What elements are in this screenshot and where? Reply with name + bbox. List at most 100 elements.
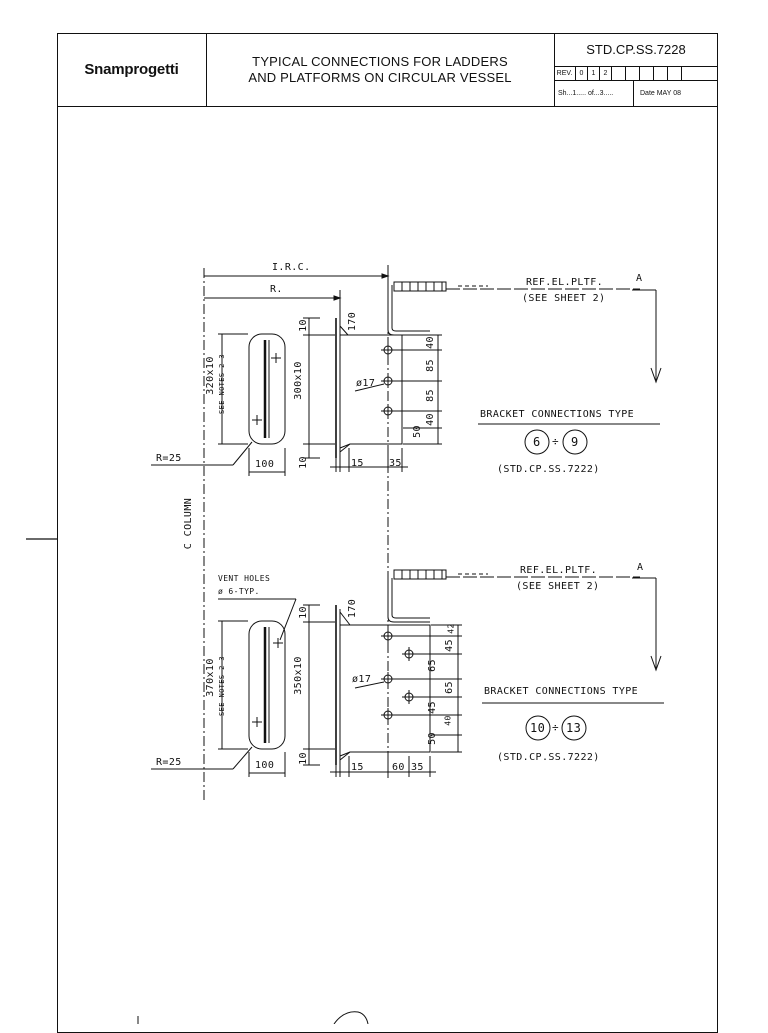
revision-row: REV. 0 1 2: [554, 66, 718, 81]
vent-mark: [252, 717, 262, 727]
bottom-detail: [151, 569, 664, 777]
type-from-number: 10: [530, 721, 546, 735]
type-circle-from: [524, 429, 550, 455]
dim-170: 170: [347, 311, 359, 332]
angle-section: [391, 578, 430, 619]
bottom-dims: [330, 448, 408, 472]
hole-cross: [381, 343, 395, 418]
vent-mark: [273, 638, 283, 648]
dim-45-second: 45: [426, 701, 438, 714]
section-label: A: [636, 273, 643, 284]
page-edge-mark: [333, 1011, 369, 1024]
issue-date: Date MAY 08: [640, 89, 681, 97]
type-circle-to: [562, 429, 588, 455]
width-dim-label: 100: [255, 760, 275, 771]
pad-plate-bottom: [248, 620, 286, 750]
see-notes-label: SEE NOTES 2-3: [218, 354, 226, 414]
title-block-info: STD.CP.SS.7228 REV. 0 1 2 Sh...1..... of…: [554, 33, 718, 106]
radius-label: R=25: [156, 453, 182, 464]
ref-elevation-label: REF.EL.PLTF.: [526, 277, 604, 288]
r-arrow: [333, 295, 342, 301]
vent-holes-label: VENT HOLES: [218, 574, 271, 583]
dim-40: 40: [443, 715, 453, 726]
dim-40-top: 40: [424, 336, 436, 349]
column-label: C COLUMN: [183, 497, 195, 550]
dim-10-bottom: 10: [297, 456, 309, 469]
hole-label: ø17: [356, 378, 376, 389]
bracket-type-title: BRACKET CONNECTIONS TYPE: [480, 409, 635, 420]
dim-35-label: 35: [389, 458, 402, 469]
see-sheet-label: (SEE SHEET 2): [516, 581, 600, 592]
company-name: Snamprogetti: [84, 61, 179, 78]
plate-dim-label: 320x10: [204, 356, 216, 395]
dim-65-first: 65: [426, 659, 438, 672]
bracket-gusset-fill: [339, 611, 351, 761]
radius-leader: [232, 441, 253, 466]
radius-leader: [232, 746, 253, 770]
vent-leader: [279, 598, 297, 641]
type-circle-from: [525, 715, 551, 741]
irc-arrow: [381, 273, 390, 279]
dim-10-top: 10: [297, 319, 309, 332]
revision-label: REV.: [554, 66, 576, 80]
type-circle-to: [561, 715, 587, 741]
dim-10-bottom: 10: [297, 752, 309, 765]
angle-section: [387, 285, 430, 336]
title-block: Snamprogetti TYPICAL CONNECTIONS FOR LAD…: [57, 33, 718, 107]
type-to-number: 13: [566, 721, 582, 735]
dim-42: 42: [446, 623, 456, 634]
dim-10-top: 10: [297, 606, 309, 619]
dim-50: 50: [411, 425, 423, 438]
sheet-row: Sh...1..... of...3..... Date MAY 08: [554, 80, 718, 106]
hole-dim-ticks: [392, 624, 462, 753]
revision-0: 0: [576, 66, 588, 80]
top-detail: [151, 268, 662, 476]
type-from-number: 6: [533, 435, 541, 449]
dim-85-first: 85: [424, 359, 436, 372]
vent-mark: [252, 415, 262, 425]
r-label: R.: [270, 284, 283, 295]
irc-label: I.R.C.: [272, 262, 311, 273]
bottom-dims: [330, 756, 436, 777]
width-dim-label: 100: [255, 459, 275, 470]
revision-blank: [640, 66, 654, 80]
section-arrowhead: [650, 655, 662, 672]
section-arrowhead: [650, 367, 662, 384]
ref-elevation-label: REF.EL.PLTF.: [520, 565, 598, 576]
type-separator: ÷: [552, 721, 560, 734]
bracket-gusset: [339, 624, 431, 757]
title-line-2: AND PLATFORMS ON CIRCULAR VESSEL: [248, 69, 512, 85]
dim-50: 50: [426, 732, 438, 745]
grating: [393, 569, 447, 580]
web-dim-label: 300x10: [292, 361, 304, 400]
hole-cross: [381, 629, 416, 722]
standard-code: STD.CP.SS.7228: [554, 33, 718, 67]
vent-holes-size: ø 6-TYP.: [218, 587, 260, 596]
plate-dim-label: 370x10: [204, 658, 216, 697]
type-separator: ÷: [552, 435, 560, 448]
revision-blank: [612, 66, 626, 80]
revision-blank: [626, 66, 640, 80]
see-sheet-label: (SEE SHEET 2): [522, 293, 606, 304]
dim-15-label: 15: [351, 762, 364, 773]
standard-reference: (STD.CP.SS.7222): [497, 752, 600, 763]
angle-section: [387, 578, 430, 623]
grating-bars: [401, 570, 443, 579]
see-notes-label: SEE NOTES 2-3: [218, 656, 226, 716]
dim-45-first: 45: [443, 639, 455, 652]
revision-1: 1: [588, 66, 600, 80]
dim-35-label: 35: [411, 762, 424, 773]
dim-85-second: 85: [424, 389, 436, 402]
bolt-holes-bottom: [381, 629, 416, 722]
bracket-gusset-fill: [339, 325, 351, 453]
dim-15-label: 15: [351, 458, 364, 469]
standard-reference: (STD.CP.SS.7222): [497, 464, 600, 475]
hole-leader: [354, 383, 385, 392]
dim-60-label: 60: [392, 762, 405, 773]
section-label: A: [637, 562, 644, 573]
hole-leader: [354, 681, 385, 689]
grating-bars: [401, 282, 443, 291]
revision-2: 2: [600, 66, 612, 80]
